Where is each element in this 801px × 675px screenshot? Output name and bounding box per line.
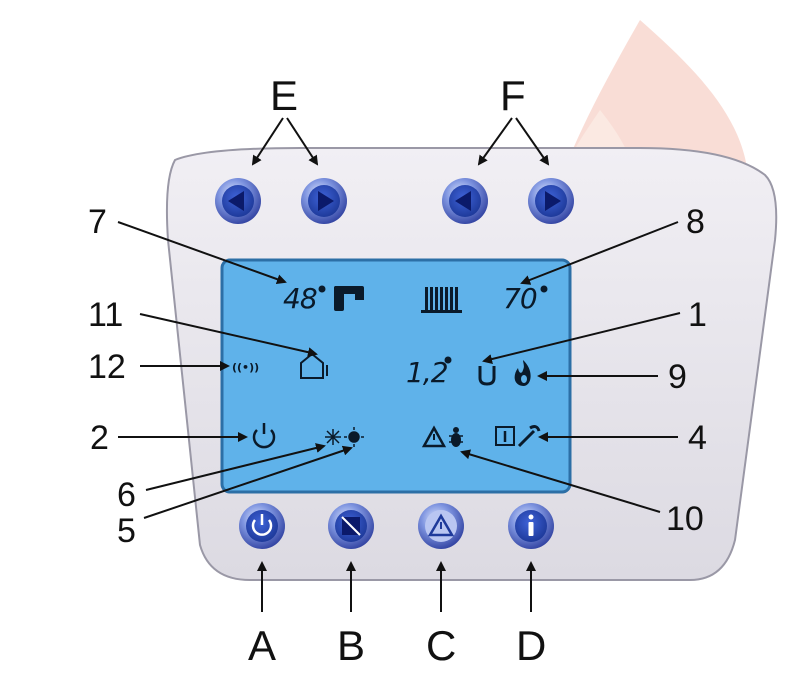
callout-4: 4: [688, 419, 707, 457]
arrow-right-icon: [318, 191, 334, 211]
d-info-button[interactable]: [508, 503, 554, 549]
lcd-dhw-temperature: 48: [283, 282, 326, 315]
warning-icon: [427, 513, 455, 537]
callout-8: 8: [686, 203, 705, 241]
label-e: E: [270, 72, 298, 119]
reset-icon: [341, 516, 361, 536]
lcd-info-icon: [495, 426, 515, 446]
callout-1: 1: [688, 296, 707, 334]
bug-icon: [449, 427, 463, 447]
callout-12: 12: [88, 348, 126, 386]
label-d: D: [516, 622, 546, 669]
lcd-warning-icon: [421, 425, 447, 448]
callout-5: 5: [117, 512, 136, 550]
lcd-pressure: 1,2: [406, 356, 452, 389]
flame-icon: [514, 360, 531, 386]
c-warning-button[interactable]: [418, 503, 464, 549]
callout-7: 7: [88, 203, 107, 241]
callout-11: 11: [88, 296, 123, 334]
wrench-icon: [517, 425, 541, 448]
svg-text:48: 48: [283, 282, 317, 315]
leader-lines: [117, 117, 681, 612]
house-sensor-icon: [300, 352, 328, 379]
wifi-signal-icon: ((•)): [232, 361, 259, 374]
pressure-gauge-icon: [478, 366, 496, 386]
label-c: C: [426, 622, 456, 669]
svg-text:((•)): ((•)): [232, 361, 259, 374]
arrow-left-icon: [455, 191, 471, 211]
callout-2: 2: [90, 419, 109, 457]
label-a: A: [248, 622, 276, 669]
svg-text:70: 70: [503, 282, 537, 315]
power-icon: [251, 514, 273, 536]
radiator-icon: [421, 287, 462, 313]
arrow-left-icon: [228, 191, 244, 211]
lcd-power-icon: [252, 423, 276, 449]
f-left-arrow-button[interactable]: [442, 178, 488, 224]
tap-icon: [334, 286, 364, 311]
callout-9: 9: [668, 358, 687, 396]
label-f: F: [500, 72, 526, 119]
sun-icon: [344, 427, 364, 447]
info-icon: [528, 514, 534, 536]
callout-10: 10: [666, 500, 704, 538]
b-reset-button[interactable]: [328, 503, 374, 549]
f-right-arrow-button[interactable]: [528, 178, 574, 224]
a-power-button[interactable]: [239, 503, 285, 549]
lcd-heating-temperature: 70: [503, 282, 548, 315]
arrow-right-icon: [545, 191, 561, 211]
e-left-arrow-button[interactable]: [215, 178, 261, 224]
e-right-arrow-button[interactable]: [301, 178, 347, 224]
callout-6: 6: [117, 476, 136, 514]
svg-text:1,2: 1,2: [406, 356, 448, 389]
label-b: B: [337, 622, 365, 669]
snowflake-icon: [325, 429, 341, 445]
